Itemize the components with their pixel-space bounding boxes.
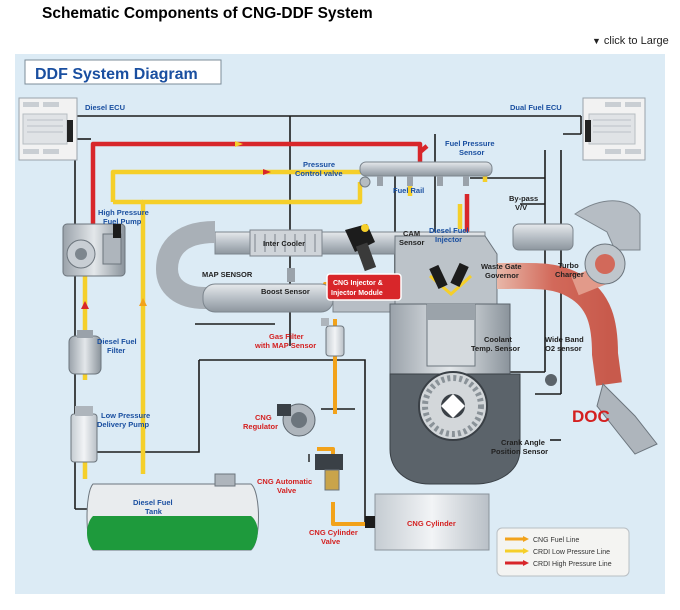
label-diesel-tank-1: Diesel Fuel bbox=[133, 498, 173, 507]
high-pressure-fuel-pump bbox=[62, 223, 126, 277]
label-coolant-1: Coolant bbox=[484, 335, 512, 344]
arrow-right-icon bbox=[523, 536, 529, 542]
label-cng-cyl-valve-2: Valve bbox=[321, 537, 340, 546]
label-pressure-control-valve-1: Pressure bbox=[303, 160, 335, 169]
label-fuel-rail: Fuel Rail bbox=[393, 186, 424, 195]
enlarge-label: click to Large bbox=[603, 35, 669, 47]
label-coolant-2: Temp. Sensor bbox=[471, 344, 520, 353]
legend-label-low-pressure: CRDI Low Pressure Line bbox=[533, 549, 610, 556]
label-diesel-injector-1: Diesel Fuel bbox=[429, 226, 469, 235]
label-waste-gate-2: Governor bbox=[485, 271, 519, 280]
arrow-right-icon bbox=[523, 548, 529, 554]
label-doc: DOC bbox=[572, 407, 610, 426]
label-wide-band-1: Wide Band bbox=[545, 335, 584, 344]
legend-label-high-pressure: CRDI High Pressure Line bbox=[533, 561, 612, 568]
label-dual-fuel-ecu: Dual Fuel ECU bbox=[510, 103, 562, 112]
legend-label-cng: CNG Fuel Line bbox=[533, 537, 579, 544]
diagram-title-box: DDF System Diagram bbox=[24, 59, 222, 85]
label-diesel-filter-1: Diesel Fuel bbox=[97, 337, 137, 346]
label-crank-2: Position Sensor bbox=[491, 447, 548, 456]
exhaust-turbo bbox=[496, 200, 658, 455]
label-waste-gate-1: Waste Gate bbox=[481, 262, 522, 271]
label-diesel-ecu: Diesel ECU bbox=[85, 103, 125, 112]
label-cng-injector-2: Injector Module bbox=[331, 290, 383, 297]
label-cng-cyl-valve-1: CNG Cylinder bbox=[309, 528, 358, 537]
legend-item-low-pressure: CRDI Low Pressure Line bbox=[505, 548, 610, 556]
label-diesel-tank-2: Tank bbox=[145, 507, 163, 516]
label-high-pressure-pump-1: High Pressure bbox=[98, 208, 149, 217]
enlarge-link[interactable]: ▼click to Large bbox=[592, 35, 669, 47]
diesel-ecu bbox=[18, 97, 78, 161]
label-diesel-injector-2: Injector bbox=[435, 235, 462, 244]
label-fuel-pressure-sensor-1: Fuel Pressure bbox=[445, 139, 495, 148]
label-inter-cooler: Inter Cooler bbox=[263, 239, 305, 248]
legend-item-high-pressure: CRDI High Pressure Line bbox=[505, 560, 612, 568]
label-low-pressure-pump-1: Low Pressure bbox=[101, 411, 150, 420]
arrow-right-icon bbox=[523, 560, 529, 566]
label-cng-cylinder: CNG Cylinder bbox=[407, 519, 456, 528]
label-by-pass-2: V/V bbox=[515, 203, 527, 212]
label-cam-sensor-2: Sensor bbox=[399, 238, 425, 247]
triangle-down-icon: ▼ bbox=[592, 36, 601, 46]
label-gas-filter-2: with MAP Sensor bbox=[254, 341, 316, 350]
ddf-system-diagram: DDF System Diagram bbox=[18, 59, 658, 577]
label-cng-regulator-2: Regulator bbox=[243, 422, 278, 431]
label-boost-sensor: Boost Sensor bbox=[261, 287, 310, 296]
diesel-injector bbox=[345, 224, 377, 272]
label-by-pass-1: By-pass bbox=[509, 194, 538, 203]
label-diesel-filter-2: Filter bbox=[107, 346, 125, 355]
cng-cylinder bbox=[365, 493, 490, 551]
cng-regulator bbox=[277, 403, 316, 437]
label-fuel-pressure-sensor-2: Sensor bbox=[459, 148, 485, 157]
label-gas-filter-1: Gas Filter bbox=[269, 332, 304, 341]
cng-injector-module bbox=[326, 273, 402, 301]
diagram-title: DDF System Diagram bbox=[35, 66, 198, 83]
label-cng-auto-valve-1: CNG Automatic bbox=[257, 477, 312, 486]
wiring bbox=[74, 115, 582, 525]
dual-fuel-ecu bbox=[582, 97, 646, 161]
label-wide-band-2: O2 sensor bbox=[545, 344, 582, 353]
gas-filter-with-map-sensor bbox=[321, 318, 345, 357]
diagram-labels: Diesel ECU Dual Fuel ECU Fuel Pressure S… bbox=[85, 103, 610, 546]
page-title: Schematic Components of CNG-DDF System bbox=[42, 5, 373, 22]
label-cam-sensor-1: CAM bbox=[403, 229, 420, 238]
label-cng-auto-valve-2: Valve bbox=[277, 486, 296, 495]
label-high-pressure-pump-2: Fuel Pump bbox=[103, 217, 142, 226]
label-turbo-2: Charger bbox=[555, 270, 584, 279]
label-cng-regulator-1: CNG bbox=[255, 413, 272, 422]
engine bbox=[389, 235, 521, 485]
label-turbo-1: Turbo bbox=[558, 261, 579, 270]
diesel-fuel-filter bbox=[68, 330, 102, 375]
label-low-pressure-pump-2: Delivery Pump bbox=[97, 420, 150, 429]
legend: CNG Fuel Line CRDI Low Pressure Line CRD… bbox=[496, 527, 630, 577]
fuel-rail bbox=[359, 161, 493, 188]
legend-item-cng: CNG Fuel Line bbox=[505, 536, 579, 544]
cng-automatic-valve bbox=[308, 454, 343, 491]
label-cng-injector-1: CNG Injector & bbox=[333, 280, 383, 287]
label-map-sensor: MAP SENSOR bbox=[202, 270, 253, 279]
diesel-fuel-tank bbox=[86, 473, 259, 551]
label-pressure-control-valve-2: Control valve bbox=[295, 169, 343, 178]
low-pressure-delivery-pump bbox=[70, 406, 98, 463]
label-crank-1: Crank Angle bbox=[501, 438, 545, 447]
